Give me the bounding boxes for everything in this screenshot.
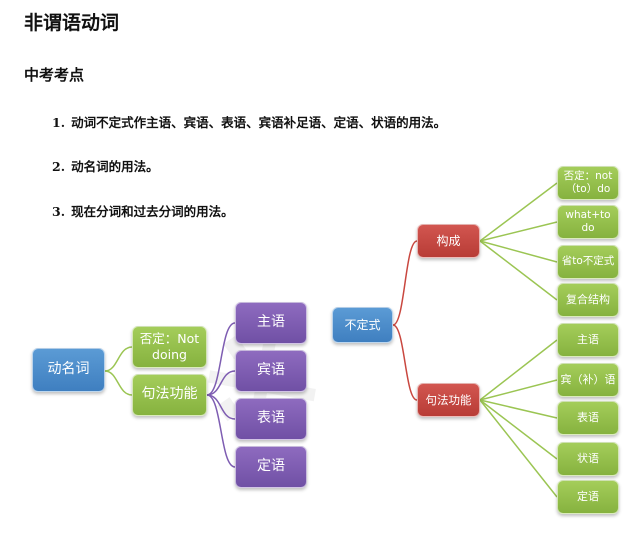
page-title: 非谓语动词: [24, 12, 120, 34]
infinitive-subject-node: 主语: [557, 323, 619, 357]
structure-negation-node: 否定：not （to）do: [557, 166, 619, 200]
section-heading: 中考考点: [24, 66, 85, 84]
gerund-subject-node: 主语: [235, 302, 307, 344]
connector-function-5: [479, 399, 558, 498]
structure-what-to-do-node: what+to do: [557, 205, 619, 239]
connector-infinitive-structure: [392, 240, 418, 326]
connector-function-object: [206, 370, 236, 396]
gerund-object-node: 宾语: [235, 350, 307, 392]
exam-point-1: 1. 动词不定式作主语、宾语、表语、宾语补足语、定语、状语的用法。: [52, 112, 446, 131]
connector-function-1: [479, 339, 558, 401]
infinitive-object-node: 宾（补）语: [557, 363, 619, 397]
connector-function-predicative: [206, 394, 236, 420]
gerund-attributive-node: 定语: [235, 446, 307, 488]
connector-function-3: [479, 399, 558, 419]
infinitive-predicative-node: 表语: [557, 401, 619, 435]
point-text: 动名词的用法。: [71, 159, 159, 174]
exam-point-3: 3. 现在分词和过去分词的用法。: [52, 201, 234, 220]
connector-structure-4: [479, 240, 558, 301]
infinitive-attributive-node: 定语: [557, 480, 619, 514]
point-number: 2.: [52, 159, 66, 174]
connector-function-4: [479, 399, 558, 460]
connector-infinitive-function: [392, 324, 418, 401]
connector-structure-3: [479, 240, 558, 263]
point-number: 3.: [52, 204, 66, 219]
gerund-node: 动名词: [32, 348, 105, 392]
infinitive-structure-node: 构成: [417, 224, 480, 258]
infinitive-adverbial-node: 状语: [557, 442, 619, 476]
connector-function-subject: [206, 322, 236, 396]
point-text: 动词不定式作主语、宾语、表语、宾语补足语、定语、状语的用法。: [71, 115, 447, 130]
connector-function-attributive: [206, 394, 236, 468]
infinitive-node: 不定式: [332, 307, 393, 343]
connector-structure-1: [479, 182, 558, 242]
connector-function-2: [479, 379, 558, 401]
exam-point-2: 2. 动名词的用法。: [52, 156, 159, 175]
structure-bare-infinitive-node: 省to不定式: [557, 245, 619, 279]
structure-compound-node: 复合结构: [557, 283, 619, 317]
gerund-function-node: 句法功能: [132, 374, 207, 416]
infinitive-function-node: 句法功能: [417, 383, 480, 417]
point-number: 1.: [52, 115, 66, 130]
point-text: 现在分词和过去分词的用法。: [71, 204, 234, 219]
connector-structure-2: [479, 221, 558, 242]
connector-gerund-function: [104, 370, 133, 396]
gerund-predicative-node: 表语: [235, 398, 307, 440]
connector-gerund-negation: [104, 346, 133, 372]
gerund-negation-node: 否定：Not doing: [132, 326, 207, 368]
